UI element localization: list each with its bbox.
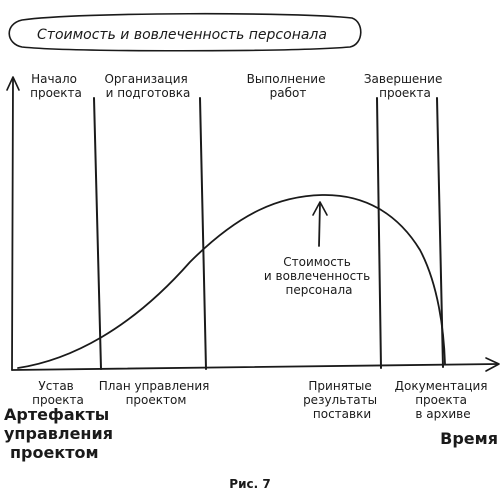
artifact-label-charter: Устав проекта [32,379,84,407]
x-axis-arrow-icon [485,357,500,372]
y-axis-label: Артефакты управления проектом [4,405,119,462]
phase-label-closing: Завершение проекта [364,72,446,100]
phase-boundaries [93,97,444,370]
phase-line-1 [93,97,102,370]
artifact-label-plan: План управления проектом [99,379,213,407]
curve-label: Стоимость и вовлеченность персонала [264,255,374,297]
y-axis-line [11,77,14,371]
artifact-label-deliverables: Принятые результаты поставки [303,379,381,421]
phase-label-start: Начало проекта [30,72,82,100]
phase-labels: Начало проекта Организация и подготовка … [30,72,446,100]
phase-label-execution: Выполнение работ [247,72,330,100]
peak-arrow-line [318,202,321,247]
title-text: Стоимость и вовлеченность персонала [37,27,327,43]
title-oval [8,12,362,52]
figure-caption: Рис. 7 [229,477,270,491]
y-axis-arrow-icon [6,76,20,91]
axes [6,76,500,372]
phase-line-3 [376,97,382,369]
peak-arrow [312,201,328,247]
x-axis-line [11,363,499,371]
x-axis-label: Время [440,429,498,448]
peak-arrow-head-icon [312,201,328,216]
artifact-labels: Устав проекта План управления проектом П… [32,379,492,421]
phase-label-planning: Организация и подготовка [104,72,191,100]
artifact-label-archive: Документация проекта в архиве [395,379,492,421]
cost-engagement-curve [17,194,446,369]
title-banner: Стоимость и вовлеченность персонала [8,12,362,52]
phase-line-2 [199,97,207,370]
